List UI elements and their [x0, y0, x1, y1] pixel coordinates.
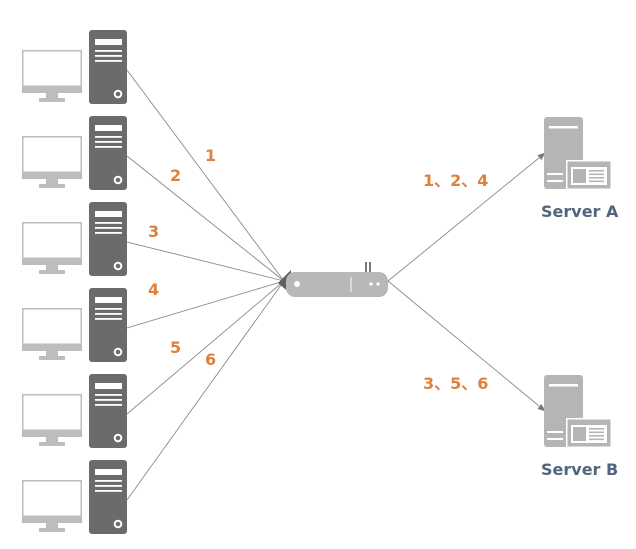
client-route-number: 1	[205, 146, 217, 165]
desktop-tower-icon	[89, 374, 127, 448]
server-routes-label: 3、5、6	[423, 374, 489, 393]
client-route-number: 6	[205, 350, 217, 369]
client-route-number: 2	[170, 166, 182, 185]
desktop-tower-icon	[89, 30, 127, 104]
desktop-tower-icon	[89, 116, 127, 190]
server-label: Server A	[541, 202, 619, 221]
server-connection-arrow	[387, 280, 546, 412]
client-computer	[22, 374, 127, 448]
client-connection-line	[126, 280, 285, 415]
monitor-icon	[22, 222, 82, 274]
monitor-icon	[22, 308, 82, 360]
client-connection-line	[126, 241, 285, 282]
router-icon	[286, 272, 388, 297]
desktop-tower-icon	[89, 288, 127, 362]
server-icon	[544, 117, 612, 190]
desktop-tower-icon	[89, 460, 127, 534]
monitor-icon	[22, 480, 82, 532]
desktop-tower-icon	[89, 202, 127, 276]
client-route-number: 4	[148, 280, 160, 299]
monitor-icon	[22, 136, 82, 188]
server-connection-arrow	[387, 152, 546, 282]
monitor-icon	[22, 50, 82, 102]
load-balancer	[278, 262, 388, 297]
server-a	[544, 117, 612, 190]
client-route-number: 5	[170, 338, 182, 357]
monitor-icon	[22, 394, 82, 446]
client-computer	[22, 288, 127, 362]
client-computer	[22, 202, 127, 276]
client-connection-line	[126, 280, 285, 501]
client-computer	[22, 116, 127, 190]
client-connection-line	[126, 280, 285, 329]
antenna-icon	[365, 262, 367, 272]
server-icon	[544, 375, 612, 448]
client-route-number: 3	[148, 222, 160, 241]
client-connection-line	[126, 69, 285, 282]
client-connection-line	[126, 155, 285, 282]
client-computer	[22, 460, 127, 534]
client-computer	[22, 30, 127, 104]
server-routes-label: 1、2、4	[423, 171, 489, 190]
server-b	[544, 375, 612, 448]
server-label: Server B	[541, 460, 619, 479]
